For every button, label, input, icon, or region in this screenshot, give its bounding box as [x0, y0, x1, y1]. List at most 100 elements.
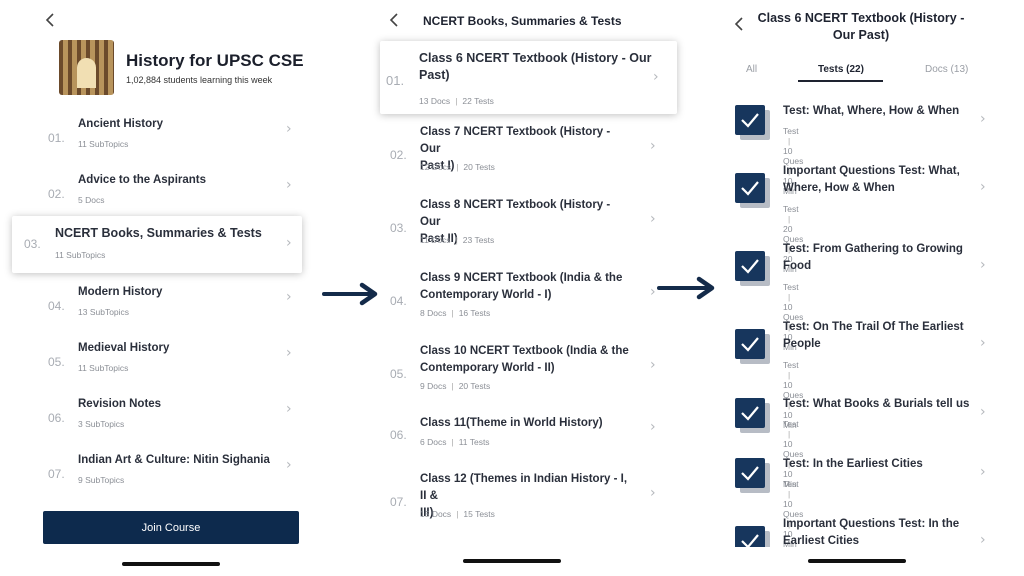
course-screen: History for UPSC CSE 1,02,884 students l…	[0, 0, 340, 576]
chevron-right-icon: ›	[980, 257, 986, 273]
item-number: 03.	[390, 221, 407, 235]
test-item[interactable]: Test: What, Where, How & When Test|10 Qu…	[733, 103, 993, 196]
tab-all[interactable]: All	[746, 64, 758, 75]
chevron-right-icon: ›	[650, 211, 656, 227]
topic-meta: 11 SubTopics	[78, 139, 129, 149]
chevron-right-icon: ›	[650, 485, 656, 501]
check-icon	[741, 181, 759, 196]
back-chevron-icon[interactable]	[733, 16, 745, 32]
ncert-list-screen: NCERT Books, Summaries & Tests 01. Class…	[360, 0, 677, 576]
checkbox-checked[interactable]	[735, 329, 765, 359]
test-meta: Test|10 Ques|10 Min	[783, 282, 804, 352]
test-meta: Test|10 Ques|10 Min	[783, 479, 804, 549]
topic-number: 05.	[48, 355, 65, 369]
chevron-right-icon: ›	[653, 69, 659, 85]
check-icon	[741, 113, 759, 128]
topic-title: Medieval History	[78, 342, 170, 354]
chevron-right-icon: ›	[980, 111, 986, 127]
test-item[interactable]: Test: What Books & Burials tell us Test|…	[733, 396, 993, 489]
checkbox-checked[interactable]	[735, 398, 765, 428]
back-chevron-icon[interactable]	[388, 12, 400, 28]
topic-row-advice[interactable]: 02. Advice to the Aspirants 5 Docs ›	[12, 171, 302, 227]
test-title: Test: In the Earliest Cities	[783, 458, 923, 470]
list-item-class-6[interactable]: 01. Class 6 NCERT Textbook (History - Ou…	[380, 41, 677, 114]
list-item-class-10[interactable]: 05. Class 10 NCERT Textbook (India & the…	[380, 343, 676, 403]
join-course-button[interactable]: Join Course	[43, 511, 299, 544]
topic-number: 02.	[48, 187, 65, 201]
topic-row-revision-notes[interactable]: 06. Revision Notes 3 SubTopics ›	[12, 395, 302, 451]
item-meta: 12 Docs|20 Tests	[420, 162, 495, 172]
check-icon	[741, 406, 759, 421]
topic-number: 07.	[48, 467, 65, 481]
check-icon	[741, 466, 759, 481]
topic-row-ncert-highlighted[interactable]: 03. NCERT Books, Summaries & Tests 11 Su…	[12, 216, 302, 273]
chevron-right-icon: ›	[286, 457, 292, 473]
topic-title: Advice to the Aspirants	[78, 174, 207, 186]
chevron-right-icon: ›	[286, 289, 292, 305]
topic-title: NCERT Books, Summaries & Tests	[55, 226, 262, 240]
list-item-class-11[interactable]: 06. Class 11(Theme in World History) 6 D…	[380, 415, 676, 475]
list-item-class-7[interactable]: 02. Class 7 NCERT Textbook (History - Ou…	[380, 124, 676, 184]
chevron-right-icon: ›	[980, 179, 986, 195]
page-title: Class 6 NCERT Textbook (History -Our Pas…	[757, 11, 965, 42]
item-number: 06.	[390, 428, 407, 442]
item-number: 04.	[390, 294, 407, 308]
tab-tests[interactable]: Tests (22)	[818, 64, 864, 75]
test-item[interactable]: Important Questions Test: What,Where, Ho…	[733, 163, 993, 274]
checkbox-checked[interactable]	[735, 173, 765, 203]
item-meta: 15 Docs|15 Tests	[420, 509, 495, 519]
page-title: NCERT Books, Summaries & Tests	[423, 14, 622, 28]
chevron-right-icon: ›	[980, 532, 986, 547]
item-number: 05.	[390, 367, 407, 381]
list-item-class-12[interactable]: 07. Class 12 (Themes in Indian History -…	[380, 471, 676, 531]
test-meta: Test|20 Ques|20 Min	[783, 204, 804, 274]
checkbox-checked[interactable]	[735, 251, 765, 281]
chevron-right-icon: ›	[286, 121, 292, 137]
topic-row-medieval-history[interactable]: 05. Medieval History 11 SubTopics ›	[12, 339, 302, 395]
chevron-right-icon: ›	[650, 284, 656, 300]
topic-row-ancient-history[interactable]: 01. Ancient History 11 SubTopics ›	[12, 115, 302, 171]
item-title: Class 12 (Themes in Indian History - I, …	[420, 473, 628, 519]
test-meta: Test|10 Ques|10 Min	[783, 126, 804, 196]
home-indicator	[463, 559, 561, 563]
item-title: Class 11(Theme in World History)	[420, 417, 603, 429]
course-thumbnail	[59, 40, 114, 95]
chevron-right-icon: ›	[286, 401, 292, 417]
tab-docs[interactable]: Docs (13)	[925, 64, 969, 75]
test-meta: Test|10 Ques|10 Min	[783, 419, 804, 489]
test-title: Important Questions Test: What,Where, Ho…	[783, 165, 960, 194]
checkbox-checked[interactable]	[735, 105, 765, 135]
active-tab-indicator	[798, 80, 883, 82]
chevron-right-icon: ›	[650, 138, 656, 154]
check-icon	[741, 259, 759, 274]
check-icon	[741, 337, 759, 352]
home-indicator	[808, 559, 906, 563]
checkbox-checked[interactable]	[735, 458, 765, 488]
item-meta: 9 Docs|20 Tests	[420, 381, 491, 391]
chevron-right-icon: ›	[980, 404, 986, 420]
topic-title: Indian Art & Culture: Nitin Sighania	[78, 454, 270, 466]
topic-number: 06.	[48, 411, 65, 425]
test-meta: Test|10 Ques|10 Min	[783, 360, 804, 430]
topic-meta: 13 SubTopics	[78, 307, 130, 317]
back-chevron-icon[interactable]	[44, 12, 56, 28]
tests-screen: Class 6 NCERT Textbook (History -Our Pas…	[700, 0, 1024, 576]
home-indicator	[122, 562, 220, 566]
checkbox-checked[interactable]	[735, 526, 765, 547]
topic-meta: 11 SubTopics	[55, 250, 106, 260]
arrow-right-icon	[657, 276, 715, 300]
list-item-class-8[interactable]: 03. Class 8 NCERT Textbook (History - Ou…	[380, 197, 676, 257]
item-meta: 8 Docs|16 Tests	[420, 308, 491, 318]
topic-row-indian-art[interactable]: 07. Indian Art & Culture: Nitin Sighania…	[12, 451, 302, 507]
topic-row-modern-history[interactable]: 04. Modern History 13 SubTopics ›	[12, 283, 302, 339]
test-item[interactable]: Test: In the Earliest Cities Test|10 Que…	[733, 456, 993, 549]
chevron-right-icon: ›	[286, 235, 292, 251]
item-number: 07.	[390, 495, 407, 509]
